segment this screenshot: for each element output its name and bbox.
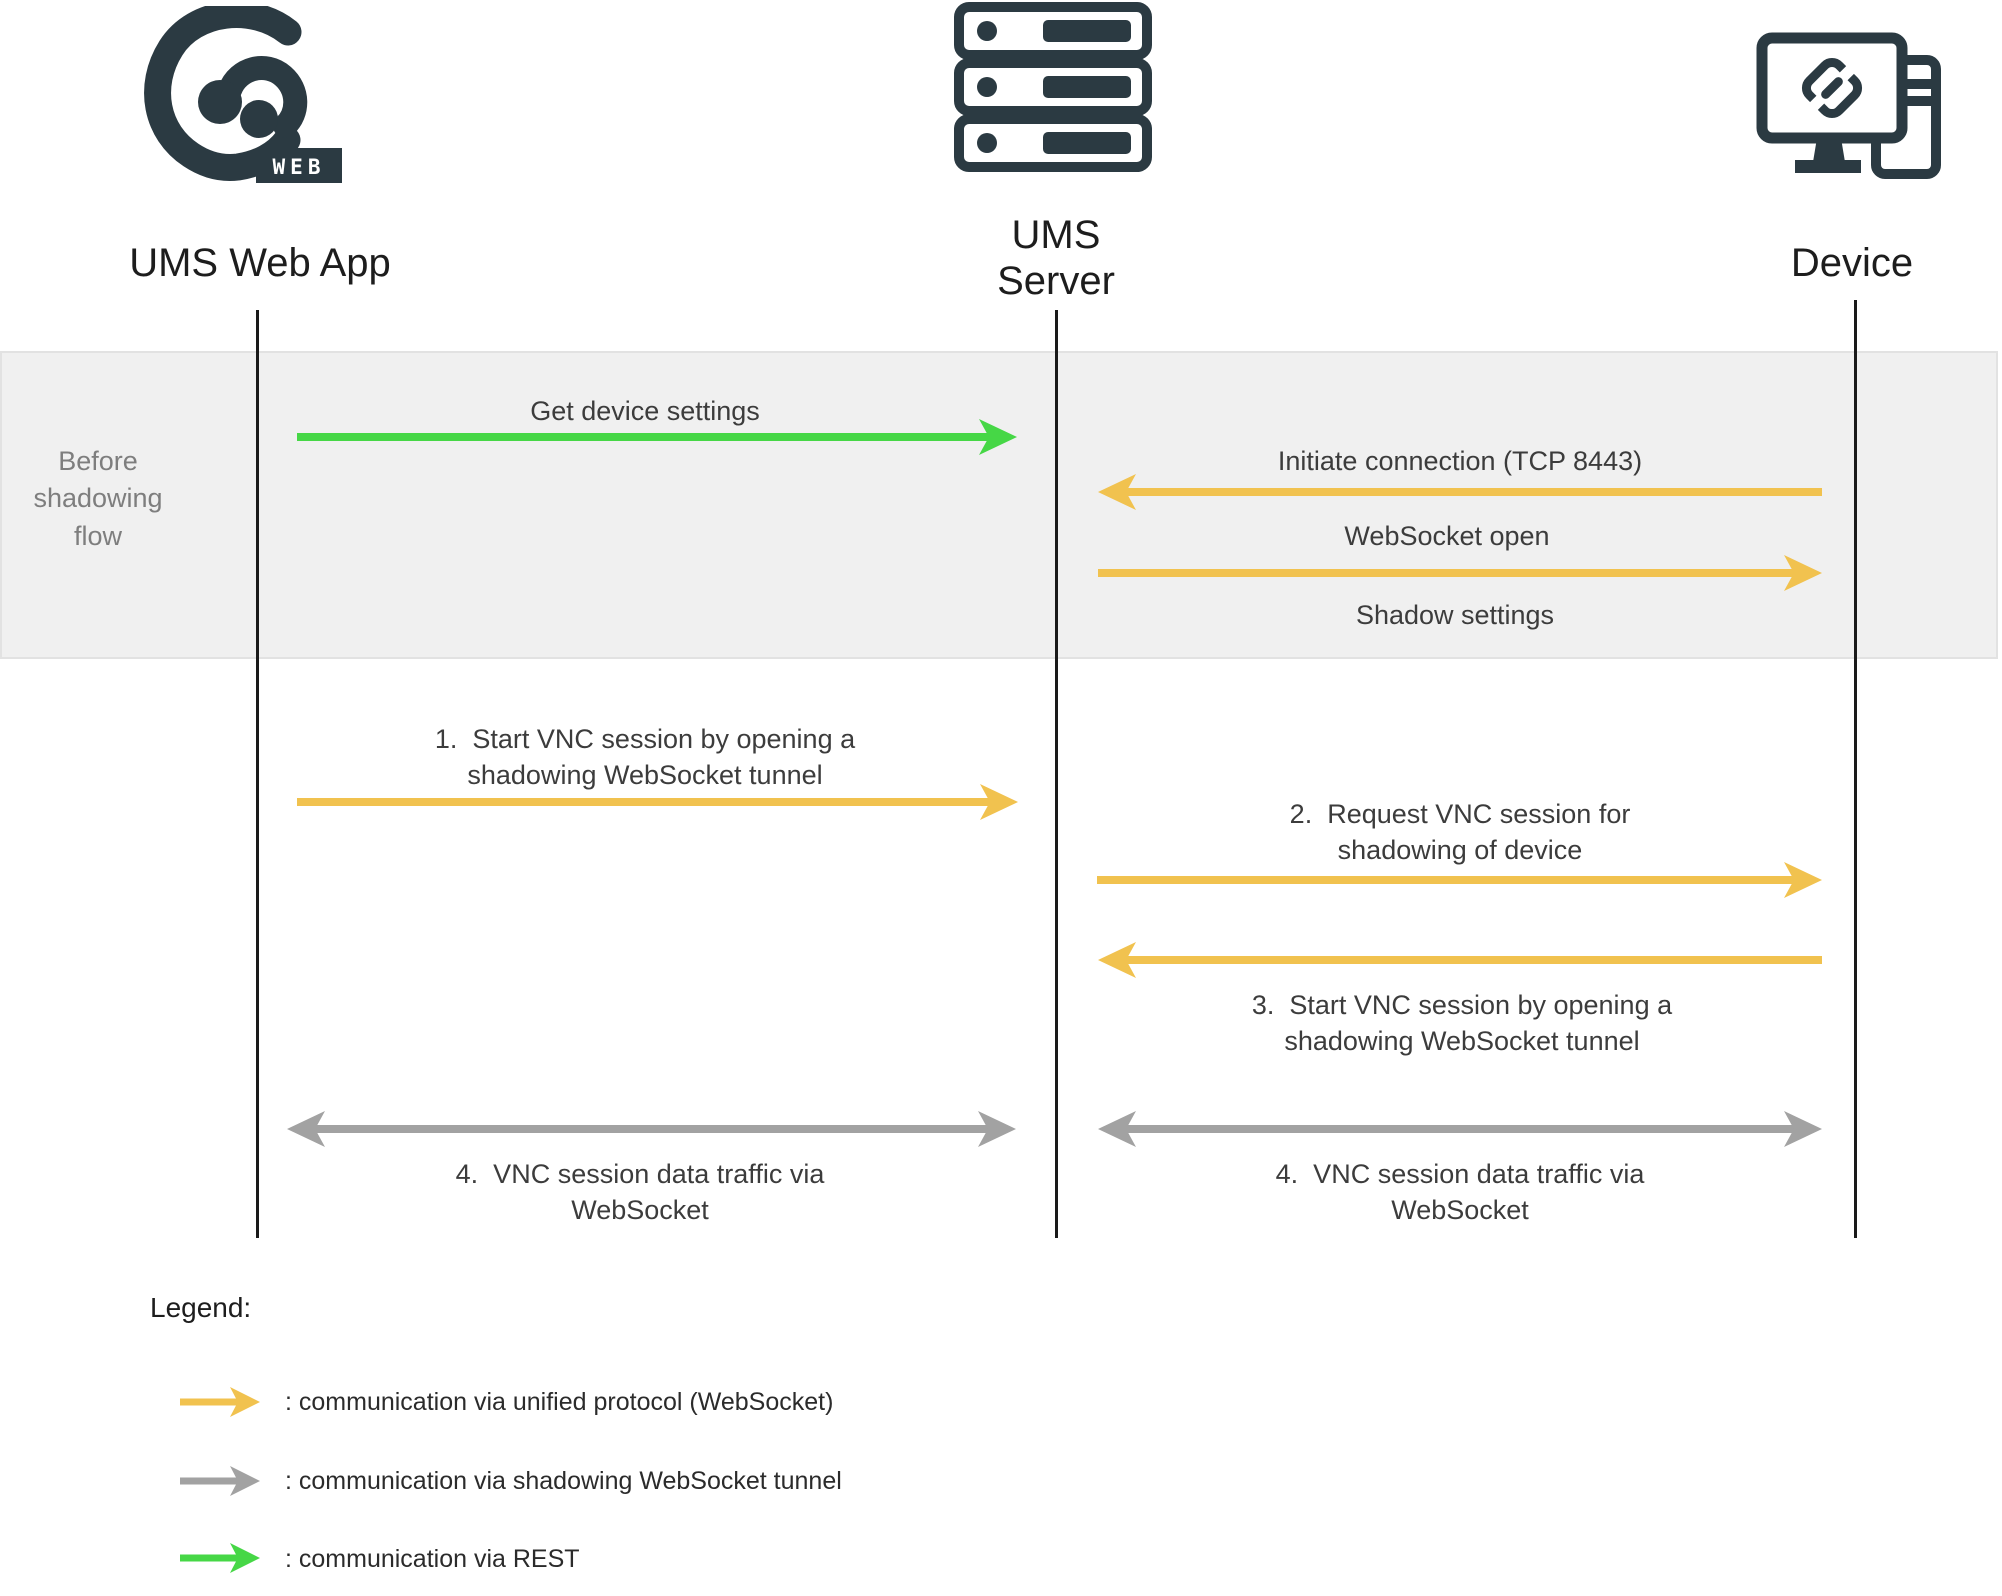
legend-arrow-rest	[180, 1543, 260, 1573]
message-step1: 1. Start VNC session by opening a shadow…	[434, 724, 856, 790]
arrow-step4-web-server	[287, 1111, 1016, 1147]
ums-web-app-logo-icon: WEB	[144, 6, 342, 183]
before-shadowing-region	[0, 351, 1998, 659]
actor-label-ums-web-app: UMS Web App	[129, 241, 391, 285]
before-shadowing-region-label: Before shadowing flow	[33, 446, 163, 551]
arrow-step2	[1097, 862, 1822, 898]
lifeline-device	[1854, 300, 1857, 1238]
arrow-step4-server-device	[1098, 1111, 1822, 1147]
device-monitor-icon	[1755, 32, 1955, 184]
arrow-step3	[1098, 942, 1822, 978]
message-step4-web-server: 4. VNC session data traffic via WebSocke…	[455, 1159, 825, 1225]
arrow-get-device-settings	[297, 419, 1017, 455]
legend-arrow-shadowing-tunnel	[180, 1466, 260, 1496]
legend-title: Legend:	[150, 1292, 252, 1323]
arrow-shadow-settings	[1098, 555, 1822, 591]
lifeline-ums-web-app	[256, 310, 259, 1238]
lifeline-ums-server	[1055, 310, 1058, 1238]
message-step2: 2. Request VNC session for shadowing of …	[1289, 799, 1631, 865]
legend-arrow-unified-protocol	[180, 1387, 260, 1417]
legend-label-shadowing-tunnel: : communication via shadowing WebSocket …	[285, 1467, 842, 1495]
legend-label-rest: : communication via REST	[285, 1545, 580, 1573]
web-badge-text: WEB	[273, 155, 326, 179]
actor-label-ums-server: UMS Server	[997, 213, 1115, 303]
legend-label-unified-protocol: : communication via unified protocol (We…	[285, 1388, 834, 1416]
arrow-initiate-connection	[1098, 474, 1822, 510]
actor-label-device: Device	[1790, 241, 1914, 285]
message-shadow-settings: Shadow settings	[1355, 600, 1555, 630]
ums-web-app-logo: WEB	[138, 6, 343, 184]
message-step4-server-device: 4. VNC session data traffic via WebSocke…	[1275, 1159, 1645, 1225]
message-get-device-settings: Get device settings	[530, 396, 760, 426]
server-stack-icon	[953, 2, 1153, 172]
arrow-step1	[297, 784, 1018, 820]
message-initiate-connection: Initiate connection (TCP 8443)	[1277, 446, 1643, 476]
message-websocket-open: WebSocket open	[1344, 521, 1550, 551]
message-step3: 3. Start VNC session by opening a shadow…	[1251, 990, 1673, 1056]
